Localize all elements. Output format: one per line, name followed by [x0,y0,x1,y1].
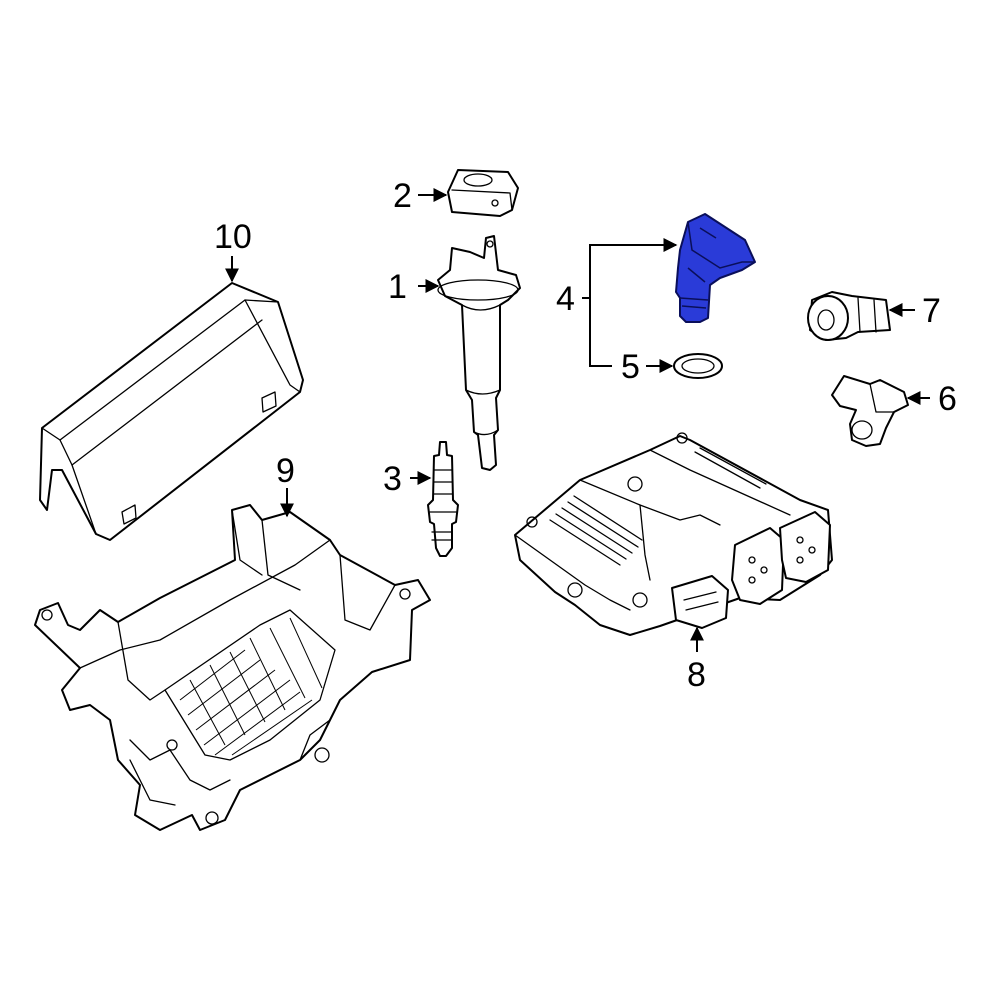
part-3-spark-plug[interactable] [427,441,459,557]
callout-7: 7 [922,292,941,330]
part-9-tray[interactable] [34,504,431,831]
callout-5: 5 [621,348,640,386]
callout-2: 2 [393,177,412,215]
part-2-cap[interactable] [447,169,519,217]
callout-3: 3 [383,460,402,498]
callout-4: 4 [556,280,575,318]
callout-8: 8 [687,656,706,694]
part-8-ecu[interactable] [514,432,833,636]
part-7-sensor[interactable] [807,291,891,341]
part-5-o-ring[interactable] [673,353,723,379]
part-4-sensor-highlighted[interactable] [675,213,756,323]
callout-9: 9 [276,452,295,490]
part-6-sensor[interactable] [831,375,909,447]
callout-6: 6 [938,380,957,418]
callout-1: 1 [388,268,407,306]
part-1-ignition-coil[interactable] [437,235,521,471]
part-10-cover[interactable] [39,282,304,541]
leader-lines [225,188,930,652]
callout-10: 10 [214,218,252,256]
